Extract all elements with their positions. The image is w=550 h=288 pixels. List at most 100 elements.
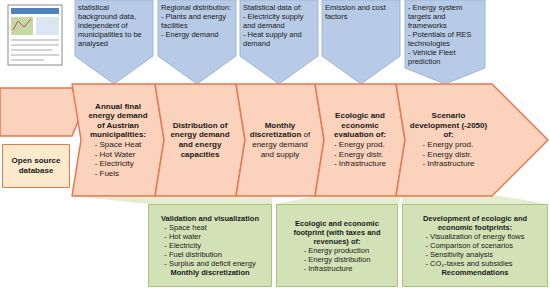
outline-shape xyxy=(155,84,245,196)
heading-text: Monthly discretization xyxy=(250,121,302,140)
text-block: Emission and cost factors xyxy=(322,0,400,21)
text-group: - Electricity supply and demand xyxy=(243,12,315,30)
text-group: - Energy system targets and frameworks xyxy=(408,3,482,30)
text-block: Monthly discretization of energy demand … xyxy=(236,121,324,159)
text-group: Ecologic and economic footprint (with ta… xyxy=(280,219,394,246)
outline-shape xyxy=(277,205,398,287)
document-thumbnail xyxy=(8,5,62,65)
funnel-wedge xyxy=(72,196,272,204)
text-group: Statistical data of: xyxy=(243,3,315,12)
outline-shape xyxy=(403,205,548,287)
input-arrow: Regional distribution:- Plants and energ… xyxy=(158,0,236,84)
text-block: Validation and visualization- Space heat… xyxy=(148,214,272,277)
result-box: Development of ecologic and economic foo… xyxy=(402,204,548,287)
text-group: Monthly discretization of energy demand … xyxy=(248,121,312,159)
thumbnail-frame xyxy=(8,5,62,65)
process-step: Ecologic and economic evaluation of:- En… xyxy=(315,84,405,196)
heading-text: Recommendations xyxy=(406,268,544,277)
outline-shape xyxy=(72,84,164,196)
input-arrow: Statistical data of:- Electricity supply… xyxy=(240,0,318,84)
text-block: - Energy system targets and frameworks- … xyxy=(405,0,485,66)
outline-shape xyxy=(315,84,405,196)
outline-shape xyxy=(396,84,548,196)
text-group: - Energy demand xyxy=(161,30,233,39)
bullet-list: - Space heat- Hot water- Electricity- Fu… xyxy=(164,223,255,268)
body-text: - Electricity supply and demand xyxy=(243,12,315,30)
bullet-item: - Energy prod. xyxy=(334,140,386,150)
bullet-item: - Surplus and deficit energy xyxy=(164,259,255,268)
funnel-wedge xyxy=(276,196,402,204)
text-group: Regional distribution: xyxy=(161,3,233,12)
body-text: - Plants and energy facilities xyxy=(161,12,233,30)
input-arrow: Emission and cost factors xyxy=(322,0,400,84)
bullet-list: - Energy production- Energy distribution… xyxy=(304,246,371,273)
text-block: Open source database xyxy=(2,156,70,175)
database-box: Open source database xyxy=(2,144,70,188)
thumbnail-graph xyxy=(13,19,31,30)
heading-text: Annual final energy demand of Austrian m… xyxy=(84,102,152,140)
thumbnail-line xyxy=(11,49,52,50)
process-step: Annual final energy demand of Austrian m… xyxy=(72,84,164,196)
body-text: - Potentials of RES technologies xyxy=(408,30,482,48)
body-text: - Vehicle Fleet prediction xyxy=(408,48,482,66)
text-group: Distribution of energy demand and energy… xyxy=(167,121,233,159)
outline-shape xyxy=(405,0,485,84)
bullet-item: - Space heat xyxy=(164,223,255,232)
text-group: Monthly discretization xyxy=(152,268,268,277)
body-text: Regional distribution: xyxy=(161,3,233,12)
bullet-item: - Fuels xyxy=(95,169,142,179)
text-block: Statistical data of:- Electricity supply… xyxy=(240,0,318,48)
thumbnail-line xyxy=(11,39,59,40)
bullet-item: - Infrastructure xyxy=(422,159,474,169)
process-step: Distribution of energy demand and energy… xyxy=(155,84,245,196)
thumbnail-map xyxy=(11,17,33,35)
heading-text: Open source database xyxy=(5,156,67,175)
text-block: Regional distribution:- Plants and energ… xyxy=(158,0,236,39)
text-block: Scenario development (-2050) of:- Energy… xyxy=(396,111,548,169)
body-text: - Heat supply and demand xyxy=(243,30,315,48)
input-arrow: statistical background data, independent… xyxy=(75,0,153,84)
funnel-wedge xyxy=(402,196,548,204)
bullet-item: - CO₂-taxes and subsidies xyxy=(425,259,524,268)
outline-shape xyxy=(236,84,324,196)
text-group: Annual final energy demand of Austrian m… xyxy=(84,102,152,140)
body-text: - Energy system targets and frameworks xyxy=(408,3,482,30)
bullet-item: - Energy distr. xyxy=(334,150,386,160)
text-group: Ecologic and economic evaluation of: xyxy=(327,111,393,140)
process-step: Monthly discretization of energy demand … xyxy=(236,84,324,196)
bullet-item: - Energy prod. xyxy=(422,140,474,150)
bullet-item: - Electricity xyxy=(164,241,255,250)
bullet-item: - Energy distr. xyxy=(422,150,474,160)
text-group: - Space Heat- Hot Water- Electricity- Fu… xyxy=(84,140,152,178)
bullet-item: - Sensitivity analysis xyxy=(425,250,524,259)
body-text: - Energy demand xyxy=(161,30,233,39)
bullet-item: - Infrastructure xyxy=(304,264,371,273)
heading-text: Monthly discretization xyxy=(152,268,268,277)
text-block: Annual final energy demand of Austrian m… xyxy=(72,102,164,179)
thumbnail-line xyxy=(11,59,44,60)
input-arrow: - Energy system targets and frameworks- … xyxy=(405,0,485,84)
text-block: statistical background data, independent… xyxy=(75,0,153,48)
text-group: - Potentials of RES technologies xyxy=(408,30,482,48)
text-group: - Plants and energy facilities xyxy=(161,12,233,30)
outline-shape xyxy=(75,0,153,84)
text-block: Development of ecologic and economic foo… xyxy=(402,214,548,277)
text-group: - Visualization of energy flows- Compari… xyxy=(406,232,544,268)
bullet-item: - Space Heat xyxy=(95,140,142,150)
heading-text: Ecologic and economic footprint (with ta… xyxy=(280,219,394,246)
thumbnail-line xyxy=(11,54,59,55)
text-block: Ecologic and economic evaluation of:- En… xyxy=(315,111,405,169)
text-group: Scenario development (-2050) of: xyxy=(408,111,489,140)
result-box: Ecologic and economic footprint (with ta… xyxy=(276,204,398,287)
text-group: - Heat supply and demand xyxy=(243,30,315,48)
bullet-item: - Hot water xyxy=(164,232,255,241)
bullet-item: - Comparison of scenarios xyxy=(425,241,524,250)
result-box: Validation and visualization- Space heat… xyxy=(148,204,272,287)
heading-text: Distribution of energy demand and energy… xyxy=(167,121,233,159)
input-band xyxy=(0,88,82,136)
outline-shape xyxy=(149,205,272,287)
bullet-item: - Infrastructure xyxy=(334,159,386,169)
bullet-list: - Space Heat- Hot Water- Electricity- Fu… xyxy=(95,140,142,178)
body-text: Emission and cost factors xyxy=(325,3,397,21)
text-group: Open source database xyxy=(5,156,67,175)
